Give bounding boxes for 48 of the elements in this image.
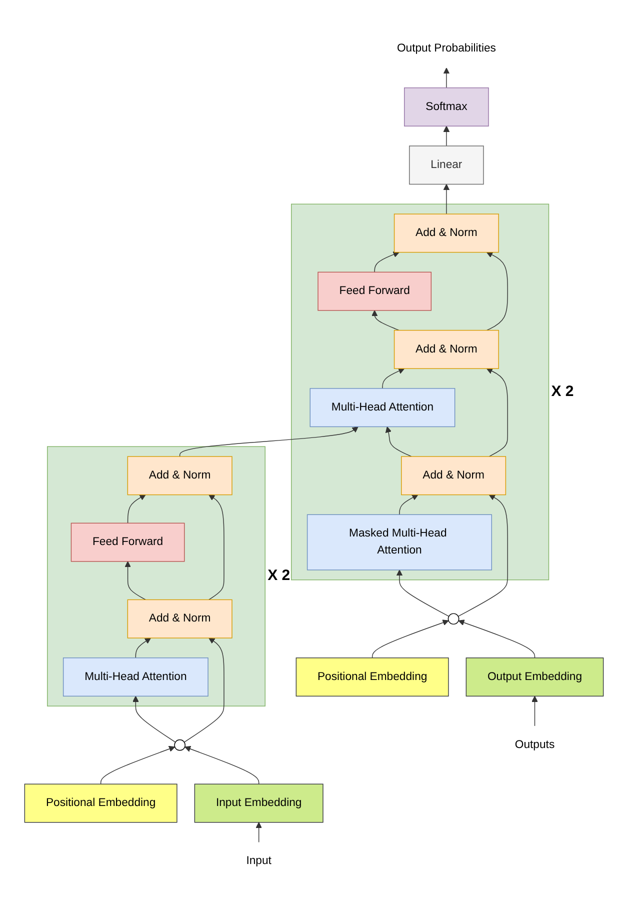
arrow xyxy=(396,570,449,617)
arrow xyxy=(183,638,224,742)
arrow xyxy=(124,561,146,600)
arrow xyxy=(457,494,508,617)
arrow xyxy=(486,252,508,331)
node-box: Input Embedding xyxy=(194,784,323,823)
arrow xyxy=(486,368,508,457)
node-box: Add & Norm xyxy=(126,599,232,638)
node-box: Add & Norm xyxy=(393,330,498,369)
node-box: Add & Norm xyxy=(126,456,232,496)
node-box: Multi-Head Attention xyxy=(309,388,455,427)
arrow xyxy=(382,368,404,389)
arrow xyxy=(531,696,538,726)
node-box: Masked Multi-Head Attention xyxy=(306,514,492,570)
arrow xyxy=(458,620,535,658)
arrow xyxy=(398,494,418,515)
node-circle xyxy=(174,739,185,751)
arrow xyxy=(374,251,399,272)
node-box: Multi-Head Attention xyxy=(62,657,208,696)
arrow xyxy=(178,426,358,457)
cluster xyxy=(46,446,265,706)
arrow xyxy=(100,746,175,784)
cluster xyxy=(290,204,549,580)
node-box: Positional Embedding xyxy=(24,784,177,823)
node-text: Input xyxy=(246,854,271,867)
node-box: Feed Forward xyxy=(317,272,432,311)
arrow xyxy=(442,126,450,146)
node-circle xyxy=(447,613,459,624)
arrow xyxy=(371,620,448,658)
arrow xyxy=(126,494,146,524)
node-box: Add & Norm xyxy=(400,456,506,496)
node-box: Add & Norm xyxy=(393,214,498,253)
node-box: Positional Embedding xyxy=(295,657,448,696)
node-box: Softmax xyxy=(404,87,488,126)
node-box: Output Embedding xyxy=(465,657,604,696)
node-text: Output Probabilities xyxy=(396,42,496,54)
node-box: Feed Forward xyxy=(70,522,184,562)
arrow xyxy=(384,426,412,457)
node-box: Linear xyxy=(408,146,484,184)
arrow xyxy=(442,68,450,88)
arrow xyxy=(132,696,176,742)
arrow xyxy=(208,494,224,600)
arrow xyxy=(255,822,262,842)
arrow xyxy=(184,746,259,784)
arrow xyxy=(370,310,399,331)
arrow xyxy=(134,638,151,658)
arrow xyxy=(442,184,450,214)
node-text: Outputs xyxy=(514,738,554,751)
